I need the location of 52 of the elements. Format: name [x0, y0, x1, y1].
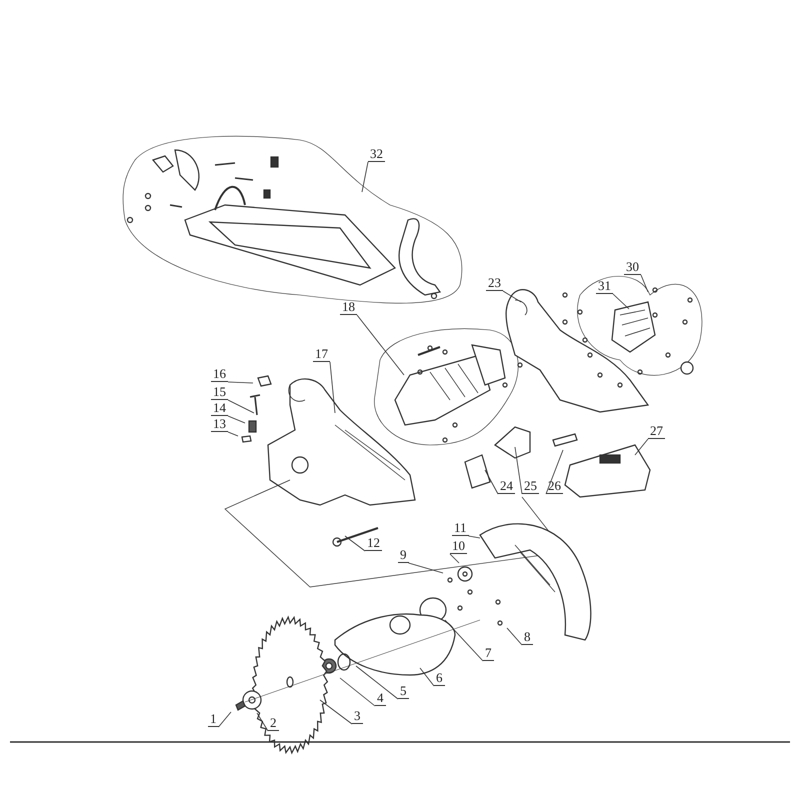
callout-number: 27: [648, 424, 665, 439]
leader-line: [340, 678, 376, 706]
leader-line: [506, 628, 522, 646]
leader-line: [228, 400, 254, 414]
leader-line: [634, 438, 648, 456]
leader-line: [356, 314, 404, 376]
callout-number: 7: [483, 646, 494, 661]
leader-line: [444, 620, 484, 662]
callout-number: 30: [624, 260, 641, 275]
callout-number: 5: [398, 684, 408, 699]
leader-line: [450, 554, 460, 564]
callout-number: 24: [498, 479, 515, 494]
leader-line: [514, 446, 522, 494]
leader-line: [228, 432, 238, 436]
leader-line: [468, 536, 480, 538]
leader-line: [362, 162, 368, 192]
callout-number: 23: [486, 276, 503, 291]
callout-number: 15: [211, 385, 228, 400]
callout-number: 16: [211, 367, 228, 382]
leader-line: [408, 562, 444, 574]
callout-number: 12: [365, 536, 382, 551]
callout-number: 10: [450, 539, 467, 554]
callout-number: 2: [268, 716, 278, 731]
leader-line: [420, 668, 434, 686]
leader-line: [356, 666, 398, 700]
leader-line: [484, 470, 498, 494]
leader-line: [256, 712, 268, 732]
callout-number: 4: [375, 691, 386, 706]
callout-number: 1: [208, 712, 218, 727]
leader-line: [320, 700, 352, 724]
leader-line: [330, 362, 336, 414]
callout-number: 11: [452, 521, 469, 536]
callout-number: 25: [522, 479, 539, 494]
leader-line: [546, 450, 564, 494]
callout-number: 26: [546, 479, 563, 494]
leader-line: [228, 382, 254, 384]
callout-number: 13: [211, 417, 228, 432]
callout-number: 9: [398, 548, 408, 563]
callout-number: 6: [434, 671, 444, 686]
leader-line: [344, 536, 366, 552]
callout-number: 3: [352, 709, 362, 724]
callout-number: 32: [368, 147, 385, 162]
callout-number: 31: [596, 279, 613, 294]
leader-line: [502, 290, 522, 302]
callout-number: 8: [522, 630, 532, 645]
leader-line: [640, 274, 648, 292]
callout-number: 18: [340, 300, 357, 315]
leader-line: [218, 712, 232, 728]
callout-number: 14: [211, 401, 228, 416]
leader-line: [612, 294, 630, 310]
leader-line: [228, 416, 246, 424]
callout-number: 17: [313, 347, 330, 362]
